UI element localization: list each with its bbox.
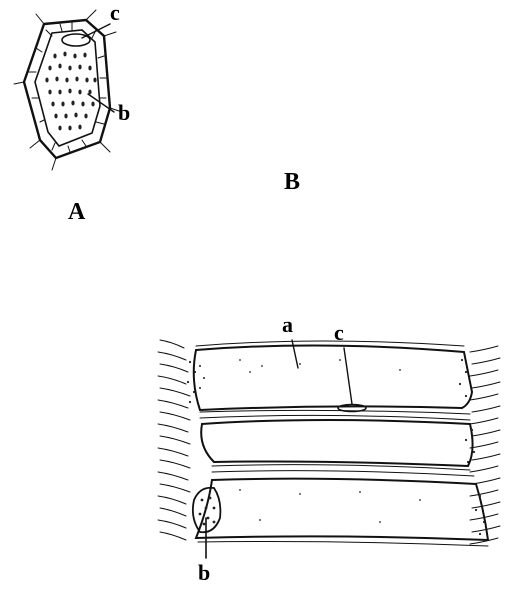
middle-cell [201, 420, 472, 466]
top-cell [194, 345, 472, 410]
cross-section-cell [14, 10, 122, 170]
longitudinal-section [158, 340, 500, 558]
bottom-cell [196, 479, 488, 540]
inner-cell-wall [35, 30, 100, 146]
band-texture [196, 341, 488, 546]
label-c-figure-a: c [110, 2, 120, 24]
right-fiber-edge [470, 346, 500, 544]
leader-line-a-b [292, 340, 298, 368]
leader-line-c-b [344, 348, 352, 404]
label-b-figure-b: b [198, 562, 210, 584]
figure-b-caption: B [284, 170, 300, 194]
end-wall-stipple [187, 359, 485, 535]
figure-a-caption: A [68, 200, 85, 224]
left-fiber-edge [158, 340, 190, 540]
cytoplasm-dots [45, 52, 96, 131]
label-c-figure-b: c [334, 322, 344, 344]
label-a-figure-b: a [282, 314, 293, 336]
label-b-figure-a: b [118, 102, 130, 124]
